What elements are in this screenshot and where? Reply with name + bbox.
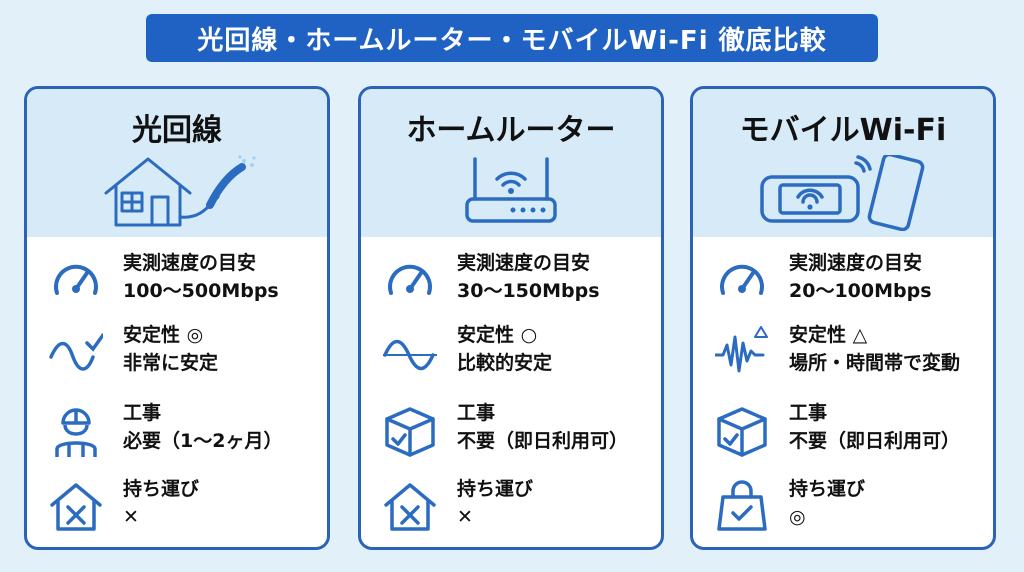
speed-label: 実測速度の目安 [457, 252, 591, 274]
portability-label: 持ち運び [789, 478, 866, 500]
worker-icon [55, 408, 97, 457]
card-home-router: ホームルーター [358, 86, 664, 550]
speed-text: 実測速度の目安 20〜100Mbps [789, 249, 932, 305]
portability-row: 持ち運び ✕ [41, 475, 321, 535]
speed-value: 100〜500Mbps [123, 280, 279, 302]
construction-value: 不要（即日利用可） [457, 430, 629, 452]
card-mobile-wifi: モバイルWi-Fi [690, 86, 996, 550]
house-cross-icon [50, 483, 102, 531]
portability-label: 持ち運び [457, 478, 534, 500]
router-icon [361, 155, 661, 231]
construction-value: 不要（即日利用可） [789, 430, 961, 452]
portability-value: ✕ [457, 506, 473, 528]
stability-text: 安定性 ◎ 非常に安定 [123, 321, 218, 377]
construction-text: 工事 不要（即日利用可） [789, 399, 960, 455]
speed-label: 実測速度の目安 [789, 252, 923, 274]
portability-label: 持ち運び [123, 478, 200, 500]
speed-row: 実測速度の目安 30〜150Mbps [375, 249, 655, 309]
stability-text: 安定性 ○ 比較的安定 [457, 321, 552, 377]
stability-text: 安定性 △ 場所・時間帯で変動 [789, 321, 960, 377]
speed-text: 実測速度の目安 100〜500Mbps [123, 249, 279, 305]
signal-fluctuation-icon [715, 326, 768, 373]
portability-value: ◎ [789, 506, 806, 528]
stability-label: 安定性 ○ [457, 324, 538, 346]
stability-value: 比較的安定 [457, 352, 553, 374]
stability-label: 安定性 ◎ [123, 324, 204, 346]
stability-label: 安定性 △ [789, 324, 868, 346]
portability-text: 持ち運び ✕ [123, 475, 199, 531]
portability-text: 持ち運び ◎ [789, 475, 865, 531]
speed-value: 30〜150Mbps [457, 280, 600, 302]
mobile-router-phone-icon [693, 155, 993, 231]
card-title: モバイルWi-Fi [739, 113, 947, 148]
speedometer-icon [54, 264, 98, 295]
construction-row: 工事 不要（即日利用可） [707, 399, 987, 459]
box-check-icon [385, 407, 435, 457]
construction-text: 工事 必要（1〜2ヶ月） [123, 399, 282, 455]
construction-row: 工事 不要（即日利用可） [375, 399, 655, 459]
portability-row: 持ち運び ◎ [707, 475, 987, 535]
stability-row: 安定性 ◎ 非常に安定 [41, 321, 321, 381]
stability-value: 場所・時間帯で変動 [789, 352, 961, 374]
construction-label: 工事 [789, 402, 828, 424]
speed-label: 実測速度の目安 [123, 252, 257, 274]
speed-row: 実測速度の目安 20〜100Mbps [707, 249, 987, 309]
portability-value: ✕ [123, 506, 139, 528]
construction-label: 工事 [457, 402, 496, 424]
house-cross-icon [384, 483, 436, 531]
box-check-icon [717, 407, 767, 457]
card-title: 光回線 [132, 113, 222, 148]
card-header: 光回線 [27, 89, 327, 237]
bag-check-icon [717, 480, 767, 531]
speedometer-icon [720, 264, 764, 295]
card-title: ホームルーター [406, 113, 616, 148]
speed-row: 実測速度の目安 100〜500Mbps [41, 249, 321, 309]
construction-row: 工事 必要（1〜2ヶ月） [41, 399, 321, 459]
construction-value: 必要（1〜2ヶ月） [123, 430, 283, 452]
stability-row: 安定性 △ 場所・時間帯で変動 [707, 321, 987, 381]
card-header: モバイルWi-Fi [693, 89, 993, 237]
speedometer-icon [388, 264, 432, 295]
card-header: ホームルーター [361, 89, 661, 237]
stability-row: 安定性 ○ 比較的安定 [375, 321, 655, 381]
card-fiber: 光回線 [24, 86, 330, 550]
speed-text: 実測速度の目安 30〜150Mbps [457, 249, 600, 305]
speed-value: 20〜100Mbps [789, 280, 932, 302]
house-fiber-icon [27, 155, 327, 231]
page-title: 光回線・ホームルーター・モバイルWi-Fi 徹底比較 [146, 14, 878, 62]
wave-check-icon [49, 333, 103, 371]
portability-text: 持ち運び ✕ [457, 475, 533, 531]
construction-label: 工事 [123, 402, 162, 424]
construction-text: 工事 不要（即日利用可） [457, 399, 628, 455]
stability-value: 非常に安定 [123, 352, 219, 374]
portability-row: 持ち運び ✕ [375, 475, 655, 535]
wave-icon [383, 339, 437, 371]
